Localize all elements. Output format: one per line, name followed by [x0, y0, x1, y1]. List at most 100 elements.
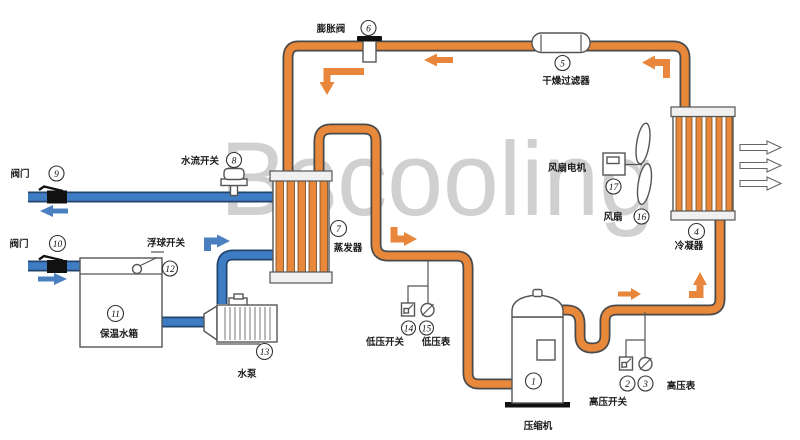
label-valve-outlet: 阀门 [10, 168, 29, 180]
pump-top-fitting-small [233, 293, 244, 300]
label-fan-motor: 风扇电机 [548, 162, 587, 174]
badge-pump [255, 342, 274, 361]
badge-flow-switch [225, 151, 243, 169]
badge-tank-number: 11 [111, 310, 120, 320]
evaporator-bottom-header [269, 271, 333, 284]
lp-gauge-needle [421, 303, 434, 316]
flow-arrowhead-right [404, 232, 417, 246]
pump-motor-ribs [224, 307, 271, 340]
number-badges: 1 2 3 4 5 6 7 8 9 10 11 12 13 14 15 16 1… [48, 19, 706, 392]
valve-handle [38, 254, 64, 262]
badge-valve-inlet [48, 234, 67, 253]
badge-filter-drier [554, 54, 571, 72]
badge-tank [106, 304, 125, 323]
compressor-top-fitting [532, 288, 543, 298]
filter-drier-body [531, 32, 591, 54]
valve-inlet [38, 254, 67, 273]
flow-arrow-bend [323, 68, 364, 82]
label-expansion-valve: 膨胀阀 [316, 23, 346, 35]
pump-to-evaporator-pipe-fill [218, 251, 276, 304]
valve-body [47, 260, 67, 273]
low-pressure-instruments [400, 260, 435, 318]
hp-gauge-needle [639, 357, 652, 370]
fan-blade [636, 163, 653, 205]
badge-hp-gauge [637, 375, 654, 392]
tank-body [79, 257, 163, 348]
evaporator-top-header [269, 170, 333, 182]
insulated-tank [79, 251, 164, 348]
water-arrow-left [40, 205, 68, 217]
condenser-bottom-header [670, 210, 736, 221]
discharge-line-fill [554, 216, 724, 352]
label-pump: 水泵 [237, 368, 257, 380]
water-arrow-right [38, 273, 67, 285]
evaporator-tube [286, 177, 295, 275]
badge-evaporator [329, 219, 348, 238]
condenser-shell [672, 111, 734, 214]
badge-lp-switch-number: 14 [404, 325, 414, 335]
flow-arrowhead-down [319, 82, 335, 95]
compressor-base [505, 402, 570, 408]
airflow-arrows [739, 140, 783, 191]
badge-hp-switch [619, 375, 636, 392]
fan-assembly [602, 122, 653, 205]
label-lp-gauge: 低压表 [421, 336, 451, 348]
badge-hp-gauge-number: 3 [642, 380, 648, 390]
float-ball [131, 263, 143, 275]
flow-arrowhead-left [642, 55, 655, 70]
label-valve-inlet: 阀门 [9, 238, 28, 250]
badge-float-switch [161, 260, 179, 277]
label-evaporator: 蒸发器 [334, 242, 363, 254]
airflow-arrow [739, 140, 783, 155]
badge-filter-drier-number: 5 [560, 60, 565, 70]
condenser-tube [685, 113, 693, 213]
airflow-arrow [739, 176, 783, 191]
lp-tap-lines [407, 260, 429, 304]
water-arrowhead-right [217, 234, 230, 248]
flow-switch-stem [229, 184, 239, 197]
badge-float-switch-number: 12 [165, 265, 175, 275]
flow-switch-cap [223, 167, 245, 181]
badge-evaporator-number: 7 [336, 225, 342, 235]
pump-motor-body [216, 304, 278, 343]
badge-compressor-number: 1 [531, 378, 536, 388]
pump-to-evaporator-pipe [216, 249, 276, 304]
compressor-dome [511, 294, 564, 318]
lp-switch-inner [403, 307, 410, 314]
label-compressor: 压缩机 [524, 420, 553, 432]
condenser-top-header [670, 106, 736, 118]
flow-arrow-left [424, 53, 453, 67]
label-flow-switch: 水流开关 [181, 155, 220, 167]
badge-condenser [687, 222, 706, 241]
compressor-terminal-box [536, 339, 556, 361]
condenser-tube [705, 113, 713, 213]
evaporator-tube [319, 177, 328, 275]
label-hp-gauge: 高压表 [667, 380, 696, 392]
label-filter-drier: 干燥过滤器 [542, 75, 590, 87]
hp-tap-lines [625, 312, 646, 358]
evaporator-tube [275, 177, 284, 275]
badge-condenser-number: 4 [694, 228, 699, 238]
flow-arrow-right [618, 288, 641, 300]
water-flow-switch [220, 167, 248, 197]
badge-compressor [524, 372, 543, 390]
badge-valve-inlet-number: 10 [53, 240, 63, 250]
badge-fan-motor-number: 17 [609, 183, 620, 193]
flow-arrow-bend [655, 59, 670, 78]
expansion-valve-cap [357, 36, 382, 41]
label-condenser: 冷凝器 [675, 240, 704, 252]
badge-fan [633, 208, 650, 225]
expansion-valve-body [362, 40, 377, 63]
label-tank: 保温水箱 [99, 328, 139, 340]
fan-motor-detail [606, 156, 620, 165]
evaporator [269, 170, 333, 284]
condenser-tube [725, 113, 733, 213]
expansion-valve [357, 36, 382, 63]
label-hp-switch: 高压开关 [589, 396, 628, 408]
flow-arrow-bend [390, 227, 404, 243]
label-lp-switch: 低压开关 [365, 336, 405, 348]
badge-fan-motor [605, 178, 622, 195]
badge-flow-switch-number: 8 [232, 157, 237, 167]
